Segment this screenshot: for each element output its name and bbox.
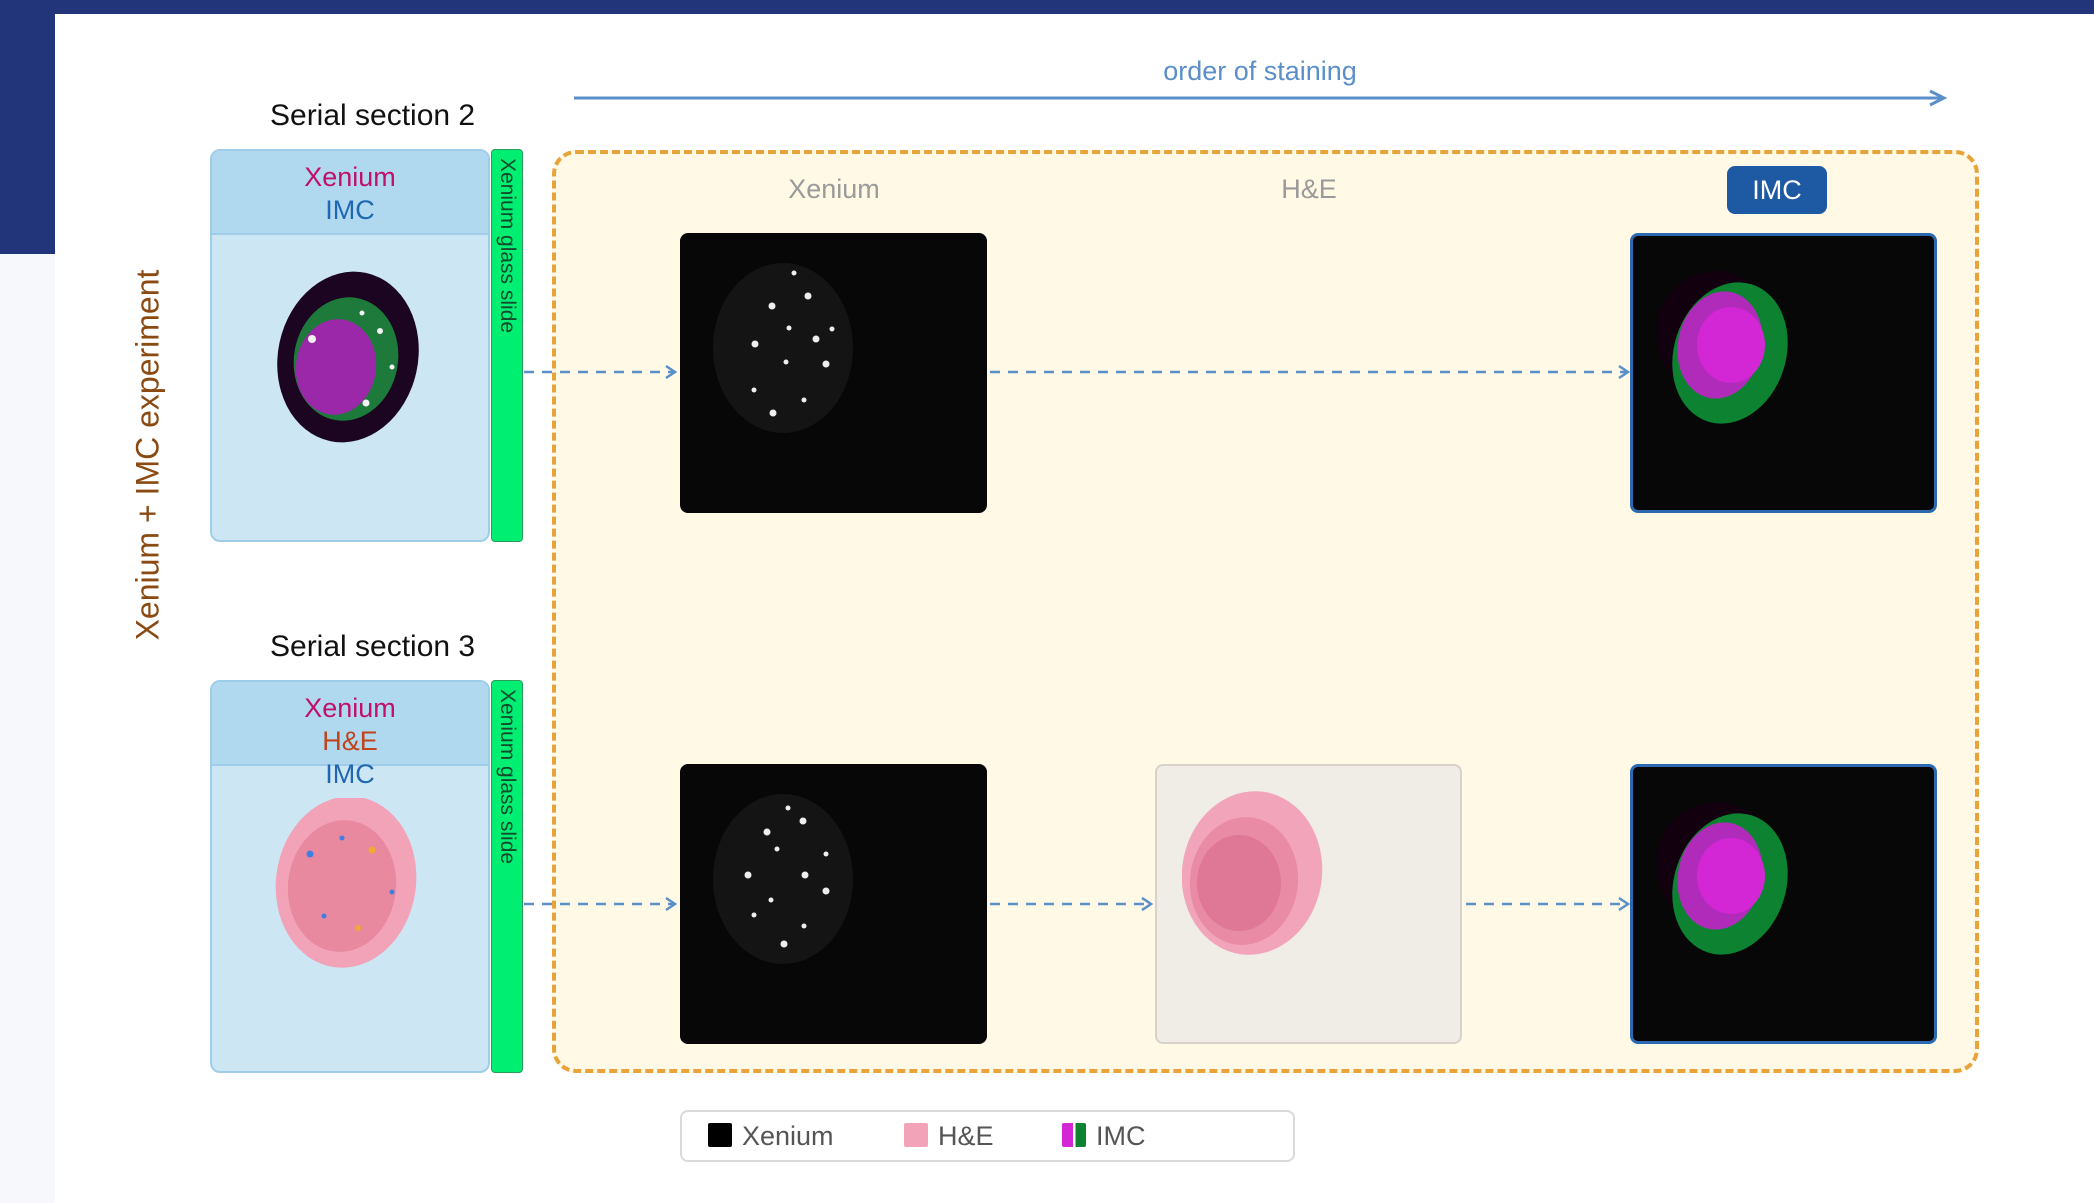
imc-tissue-pattern: [1658, 792, 1808, 962]
section-2-slide-strip: Xenium glass slide: [491, 149, 523, 542]
legend-item-he: H&E: [904, 1112, 994, 1160]
xenium-dots-pattern: [705, 789, 855, 969]
legend-item-xenium: Xenium: [708, 1112, 834, 1160]
section-3-panel: Xenium H&E IMC: [210, 680, 490, 1073]
section-3-stain-xenium: Xenium: [212, 693, 488, 724]
left-banner: [0, 0, 55, 254]
top-banner: [0, 0, 2094, 14]
section-3-xenium-image: [680, 764, 987, 1044]
column-header-imc: IMC: [1727, 166, 1827, 214]
side-label-text: Xenium + IMC experiment: [130, 270, 167, 641]
section-3-stain-imc: IMC: [212, 759, 488, 790]
legend: Xenium H&E IMC: [680, 1110, 1295, 1162]
section-3-stain-he: H&E: [212, 726, 488, 757]
section-2-tissue-icon: [274, 269, 424, 449]
legend-label-he: H&E: [938, 1121, 994, 1151]
legend-label-imc: IMC: [1096, 1121, 1146, 1151]
section-3-title: Serial section 3: [270, 630, 490, 664]
order-arrow: [570, 88, 1950, 108]
section-2-panel: Xenium IMC: [210, 149, 490, 542]
column-header-xenium: Xenium: [734, 174, 934, 205]
section-2-stain-xenium: Xenium: [212, 162, 488, 193]
section-2-slide-label: Xenium glass slide: [495, 158, 519, 333]
legend-label-xenium: Xenium: [742, 1121, 834, 1151]
section-2-xenium-image: [680, 233, 987, 513]
section-3-imc-image: [1630, 764, 1937, 1044]
column-header-he: H&E: [1209, 174, 1409, 205]
he-tissue-pattern: [1182, 791, 1332, 961]
section-3-he-image: [1155, 764, 1462, 1044]
section-2-stain-imc: IMC: [212, 195, 488, 226]
section-2-imc-image: [1630, 233, 1937, 513]
imc-tissue-pattern: [1658, 261, 1808, 431]
magenta-green-bars-icon: [1062, 1123, 1086, 1147]
section-3-tissue-icon: [274, 798, 424, 978]
section-3-slide-strip: Xenium glass slide: [491, 680, 523, 1073]
pink-square-icon: [904, 1123, 928, 1147]
black-square-icon: [708, 1123, 732, 1147]
legend-item-imc: IMC: [1062, 1112, 1146, 1160]
section-2-title: Serial section 2: [270, 99, 490, 133]
xenium-dots-pattern: [705, 258, 855, 438]
order-label: order of staining: [1060, 56, 1460, 87]
section-3-slide-label: Xenium glass slide: [495, 689, 519, 864]
